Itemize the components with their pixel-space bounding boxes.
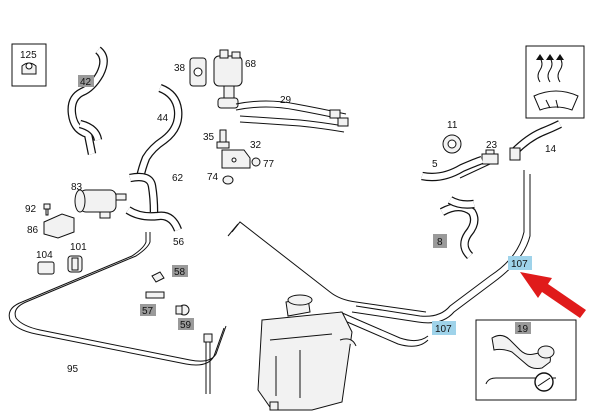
label-59-highlight — [178, 318, 194, 330]
label-8: 8 — [437, 237, 443, 248]
grommet-74[interactable] — [222, 175, 234, 185]
label-11: 11 — [447, 120, 458, 131]
label-58: 58 — [174, 267, 186, 278]
connector-23[interactable] — [481, 149, 499, 165]
label-59: 59 — [180, 320, 192, 331]
expansion-tank[interactable] — [257, 294, 357, 411]
bolt-59[interactable] — [175, 304, 190, 316]
cap-11[interactable] — [442, 134, 462, 154]
label-104: 104 — [36, 250, 53, 261]
label-42-highlight — [78, 75, 94, 87]
label-95: 95 — [67, 364, 79, 375]
clamp-58[interactable] — [151, 271, 165, 283]
part-125-box[interactable] — [11, 43, 47, 87]
hose-44[interactable] — [135, 84, 183, 179]
label-125: 125 — [20, 50, 37, 61]
label-57: 57 — [142, 306, 154, 317]
bracket-32[interactable] — [221, 149, 251, 169]
label-101: 101 — [70, 242, 87, 253]
pipe-29[interactable] — [235, 100, 349, 133]
label-29: 29 — [280, 95, 292, 106]
line-107[interactable] — [227, 170, 531, 347]
line-95[interactable] — [8, 232, 227, 394]
label-62: 62 — [172, 173, 184, 184]
sensor-35[interactable] — [216, 129, 230, 149]
label-38: 38 — [174, 63, 186, 74]
label-8-highlight — [433, 234, 447, 248]
label-107-bottom-highlight — [432, 321, 456, 335]
label-68: 68 — [245, 59, 257, 70]
label-44: 44 — [157, 113, 169, 124]
defrost-icon-box — [525, 45, 585, 119]
label-74: 74 — [207, 172, 219, 183]
clip-104[interactable] — [37, 261, 55, 275]
nut-77[interactable] — [251, 157, 261, 167]
label-58-highlight — [172, 265, 188, 277]
bracket-57[interactable] — [145, 291, 165, 299]
windshield-defrost-icon — [533, 90, 579, 111]
valve-68[interactable] — [189, 49, 243, 109]
label-42: 42 — [80, 77, 92, 88]
label-19: 19 — [517, 324, 529, 335]
label-92: 92 — [25, 204, 37, 215]
label-107-top[interactable]: 107 — [511, 259, 528, 270]
hose-8[interactable] — [439, 196, 479, 260]
clip-101[interactable] — [67, 255, 83, 273]
label-56: 56 — [173, 237, 185, 248]
label-77: 77 — [263, 159, 275, 170]
label-32: 32 — [250, 140, 262, 151]
red-pointer-arrow — [520, 272, 586, 318]
hose-5[interactable] — [421, 155, 484, 182]
label-107-bottom[interactable]: 107 — [435, 324, 452, 335]
label-57-highlight — [140, 304, 156, 316]
pump-83[interactable] — [74, 189, 127, 219]
label-86: 86 — [27, 225, 39, 236]
pipe-23-link — [459, 163, 491, 179]
heat-waves-icon — [536, 54, 564, 83]
label-19-highlight — [515, 322, 531, 334]
label-35: 35 — [203, 132, 215, 143]
label-14: 14 — [545, 144, 557, 155]
label-107-top-highlight — [508, 256, 532, 270]
screw-92[interactable] — [43, 203, 51, 216]
bracket-86[interactable] — [43, 213, 75, 239]
label-23: 23 — [486, 140, 498, 151]
hose-42[interactable] — [67, 46, 108, 155]
hose-56[interactable] — [125, 206, 182, 232]
hose-14[interactable] — [509, 120, 562, 161]
hose-62[interactable] — [129, 172, 159, 213]
label-83: 83 — [71, 182, 83, 193]
label-5: 5 — [432, 159, 438, 170]
